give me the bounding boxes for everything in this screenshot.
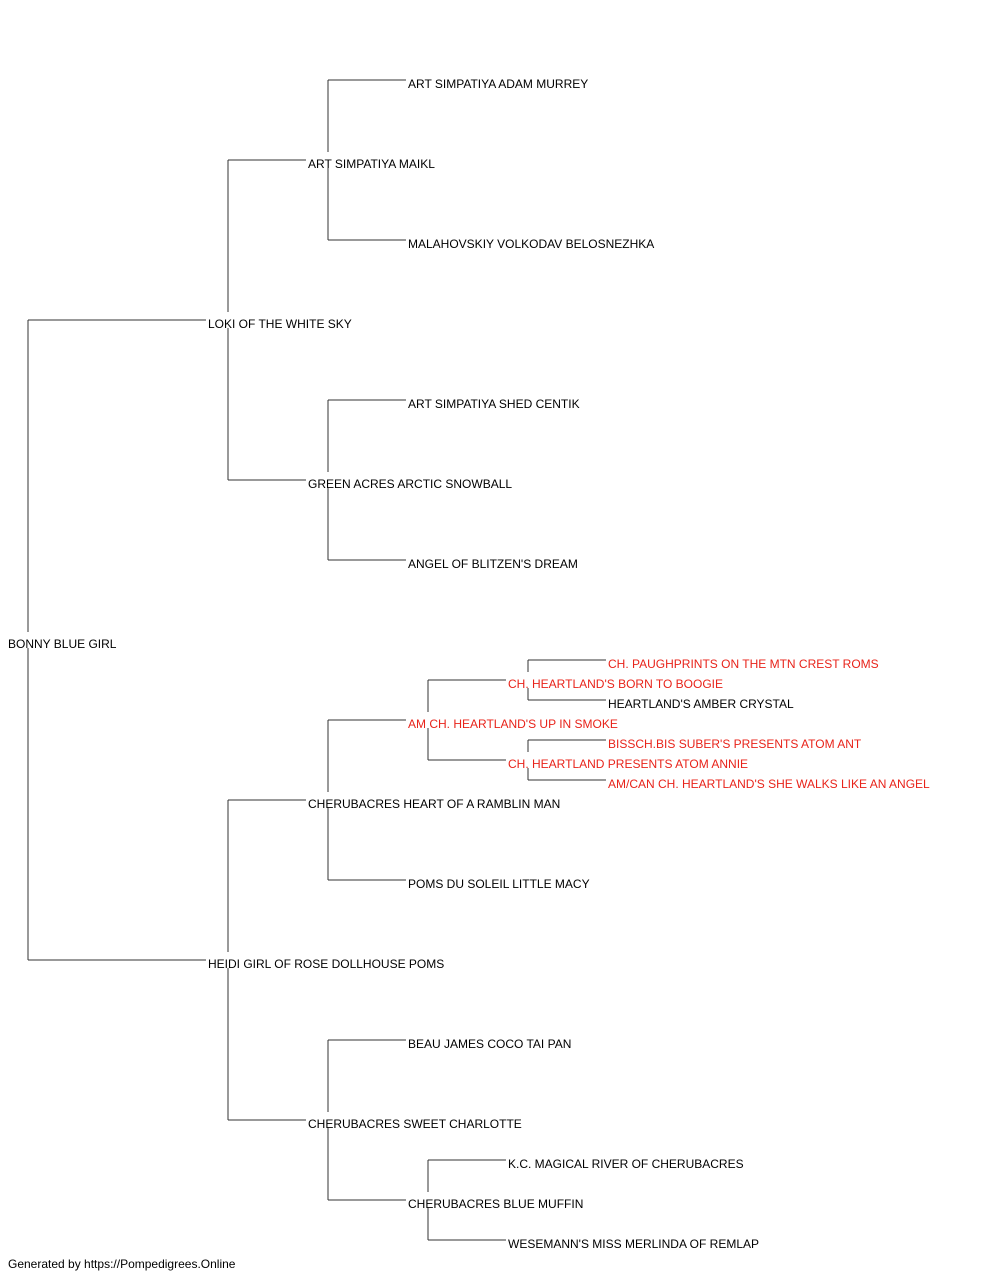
pedigree-node-malahovskiy-volkodav-belosnezhka: MALAHOVSKIY VOLKODAV BELOSNEZHKA [408, 237, 654, 251]
pedigree-node-wesemann-s-miss-merlinda-of-remlap: WESEMANN'S MISS MERLINDA OF REMLAP [508, 1237, 759, 1251]
footer-credit: Generated by https://Pompedigrees.Online [8, 1257, 236, 1271]
pedigree-node-bissch-bis-suber-s-presents-atom-ant: BISSCH.BIS SUBER'S PRESENTS ATOM ANT [608, 737, 862, 751]
pedigree-node-heidi-girl-of-rose-dollhouse-poms: HEIDI GIRL OF ROSE DOLLHOUSE POMS [208, 957, 444, 971]
pedigree-node-art-simpatiya-adam-murrey: ART SIMPATIYA ADAM MURREY [408, 77, 588, 91]
pedigree-node-beau-james-coco-tai-pan: BEAU JAMES COCO TAI PAN [408, 1037, 571, 1051]
pedigree-node-angel-of-blitzen-s-dream: ANGEL OF BLITZEN'S DREAM [408, 557, 578, 571]
pedigree-node-ch-paughprints-on-the-mtn-crest-roms: CH. PAUGHPRINTS ON THE MTN CREST ROMS [608, 657, 879, 671]
pedigree-node-cherubacres-heart-of-a-ramblin-man: CHERUBACRES HEART OF A RAMBLIN MAN [308, 797, 560, 811]
pedigree-node-cherubacres-blue-muffin: CHERUBACRES BLUE MUFFIN [408, 1197, 583, 1211]
pedigree-node-am-can-ch-heartland-s-she-walks-like-an-angel: AM/CAN CH. HEARTLAND'S SHE WALKS LIKE AN… [608, 777, 930, 791]
pedigree-node-ch-heartland-presents-atom-annie: CH. HEARTLAND PRESENTS ATOM ANNIE [508, 757, 748, 771]
pedigree-node-art-simpatiya-shed-centik: ART SIMPATIYA SHED CENTIK [408, 397, 580, 411]
pedigree-node-art-simpatiya-maikl: ART SIMPATIYA MAIKL [308, 157, 435, 171]
pedigree-node-ch-heartland-s-born-to-boogie: CH. HEARTLAND'S BORN TO BOOGIE [508, 677, 723, 691]
pedigree-node-green-acres-arctic-snowball: GREEN ACRES ARCTIC SNOWBALL [308, 477, 512, 491]
pedigree-node-am-ch-heartland-s-up-in-smoke: AM CH. HEARTLAND'S UP IN SMOKE [408, 717, 618, 731]
pedigree-node-poms-du-soleil-little-macy: POMS DU SOLEIL LITTLE MACY [408, 877, 590, 891]
pedigree-node-k-c-magical-river-of-cherubacres: K.C. MAGICAL RIVER OF CHERUBACRES [508, 1157, 744, 1171]
pedigree-node-cherubacres-sweet-charlotte: CHERUBACRES SWEET CHARLOTTE [308, 1117, 522, 1131]
pedigree-node-heartland-s-amber-crystal: HEARTLAND'S AMBER CRYSTAL [608, 697, 794, 711]
pedigree-node-bonny-blue-girl: BONNY BLUE GIRL [8, 637, 117, 651]
pedigree-node-loki-of-the-white-sky: LOKI OF THE WHITE SKY [208, 317, 352, 331]
